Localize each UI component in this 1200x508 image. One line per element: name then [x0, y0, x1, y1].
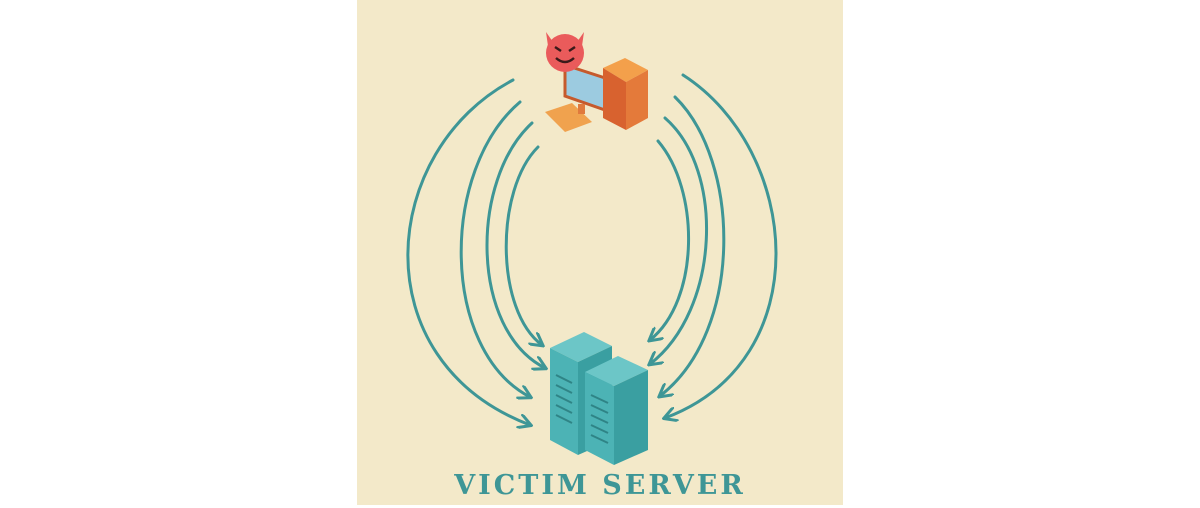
attacker-computer-icon — [545, 58, 648, 132]
left-arrows — [406, 78, 545, 425]
server-rack-icon — [550, 332, 648, 465]
devil-face-icon — [546, 32, 584, 72]
victim-server-label: VICTIM SERVER — [454, 470, 746, 501]
right-arrows — [650, 73, 778, 418]
